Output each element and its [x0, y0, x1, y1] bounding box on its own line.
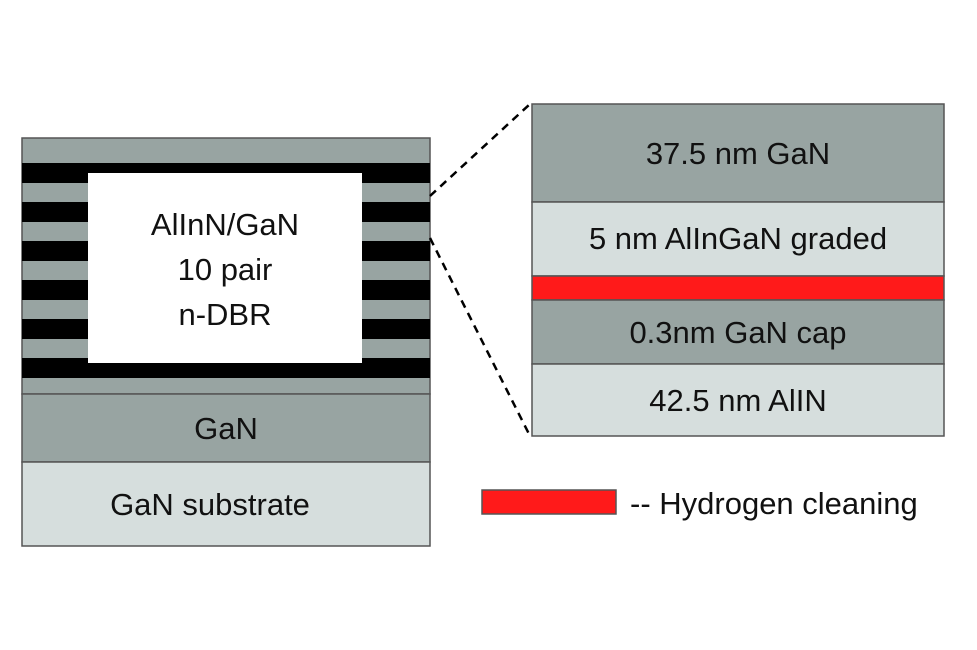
zoom-line-bottom: [428, 237, 532, 437]
gan-substrate-label: GaN substrate: [110, 487, 310, 522]
layer-37-5nm-gan-label: 37.5 nm GaN: [646, 136, 830, 171]
layer-42-5nm-alin: [531, 363, 945, 437]
right-layer-stack: 37.5 nm GaN 5 nm AlInGaN graded 0.3nm Ga…: [531, 103, 945, 437]
gan-layer: [21, 393, 431, 463]
left-layer-stack: AlInN/GaN 10 pair n-DBR GaN GaN substrat…: [21, 137, 431, 547]
legend-label: -- Hydrogen cleaning: [630, 486, 918, 521]
layer-alingan-graded: [531, 201, 945, 277]
layer-42-5nm-alin-label: 42.5 nm AlIN: [649, 383, 826, 418]
legend: -- Hydrogen cleaning: [481, 486, 918, 521]
dbr-label-box: [88, 173, 362, 363]
zoom-lines: [428, 103, 532, 437]
gan-substrate-layer: [21, 461, 431, 547]
dbr-label-line-1: AlInN/GaN: [151, 207, 299, 242]
legend-swatch-red: [481, 489, 617, 515]
hydrogen-cleaning-layer: [531, 275, 945, 301]
zoom-line-top: [429, 103, 531, 197]
layer-gan-cap-label: 0.3nm GaN cap: [629, 315, 846, 350]
gan-layer-label: GaN: [194, 411, 258, 446]
dbr-label-line-3: n-DBR: [178, 297, 271, 332]
dbr-label-line-2: 10 pair: [178, 252, 273, 287]
layer-alingan-graded-label: 5 nm AlInGaN graded: [589, 221, 887, 256]
